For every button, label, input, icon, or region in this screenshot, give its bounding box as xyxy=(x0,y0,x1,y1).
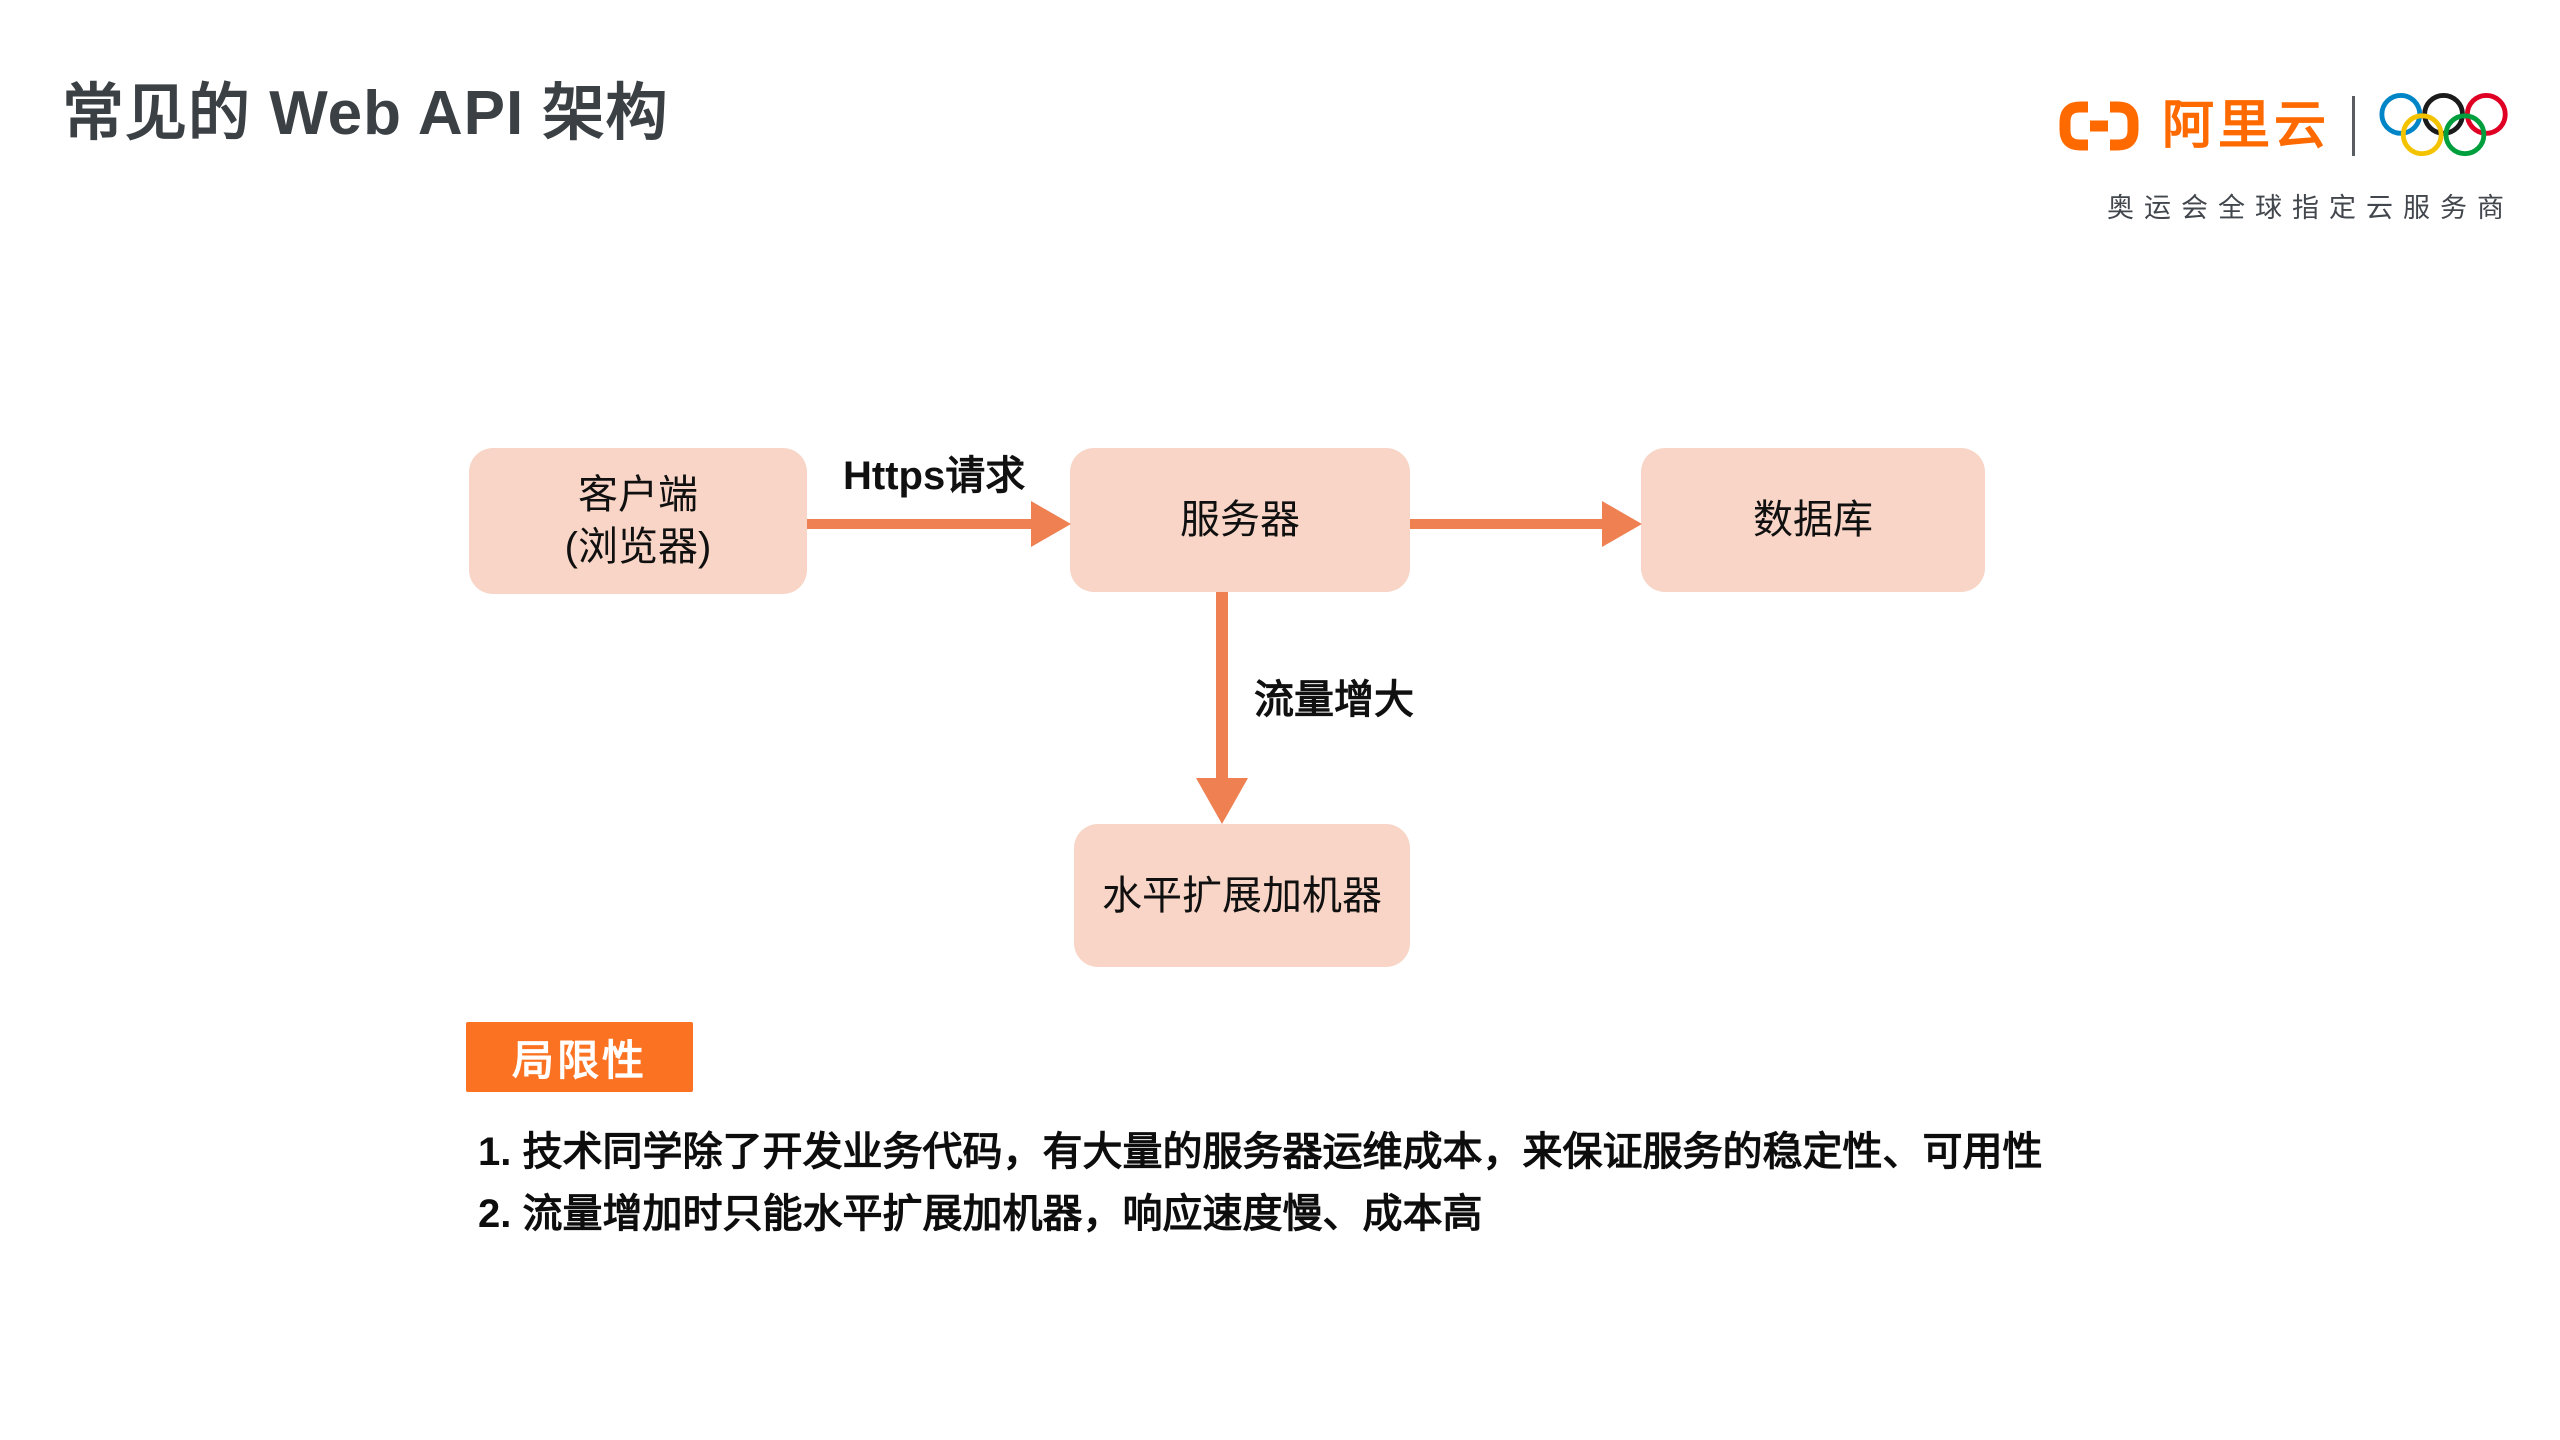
node-database: 数据库 xyxy=(1641,448,1985,592)
arrow-right-icon xyxy=(1602,501,1642,547)
node-client-browser: 客户端 (浏览器) xyxy=(469,448,807,594)
node-database-label: 数据库 xyxy=(1753,498,1873,542)
edge-label-traffic-increase: 流量增大 xyxy=(1254,678,1414,722)
olympic-rings-icon xyxy=(2379,92,2508,157)
arrow-server-to-scale-shaft xyxy=(1216,592,1228,780)
limitation-item-2: 2. 流量增加时只能水平扩展加机器，响应速度慢、成本高 xyxy=(478,1192,1483,1236)
limitations-heading-badge: 局限性 xyxy=(466,1022,693,1092)
brand-divider xyxy=(2352,96,2355,156)
alibaba-cloud-bracket-icon xyxy=(2059,101,2139,151)
brand-slogan: 奥运会全球指定云服务商 xyxy=(2107,193,2514,223)
arrow-client-to-server-shaft xyxy=(807,519,1033,529)
node-client-label-line2: (浏览器) xyxy=(564,525,712,569)
arrow-server-to-database-shaft xyxy=(1410,519,1604,529)
arrow-right-icon xyxy=(1031,501,1071,547)
page-title: 常见的 Web API 架构 xyxy=(62,79,669,148)
node-server: 服务器 xyxy=(1070,448,1410,592)
node-horizontal-scale-label: 水平扩展加机器 xyxy=(1102,873,1382,918)
brand-area: 阿里云 奥运会全球指定云服务商 xyxy=(2058,92,2514,225)
brand-row: 阿里云 xyxy=(2058,92,2514,160)
node-horizontal-scale: 水平扩展加机器 xyxy=(1074,824,1410,967)
arrow-down-icon xyxy=(1196,778,1248,824)
limitation-item-1: 1. 技术同学除了开发业务代码，有大量的服务器运维成本，来保证服务的稳定性、可用… xyxy=(478,1130,2043,1174)
edge-label-https-request: Https请求 xyxy=(843,454,1026,498)
node-client-label-line1: 客户端 xyxy=(578,473,698,517)
node-server-label: 服务器 xyxy=(1180,498,1300,542)
brand-name: 阿里云 xyxy=(2161,97,2330,155)
